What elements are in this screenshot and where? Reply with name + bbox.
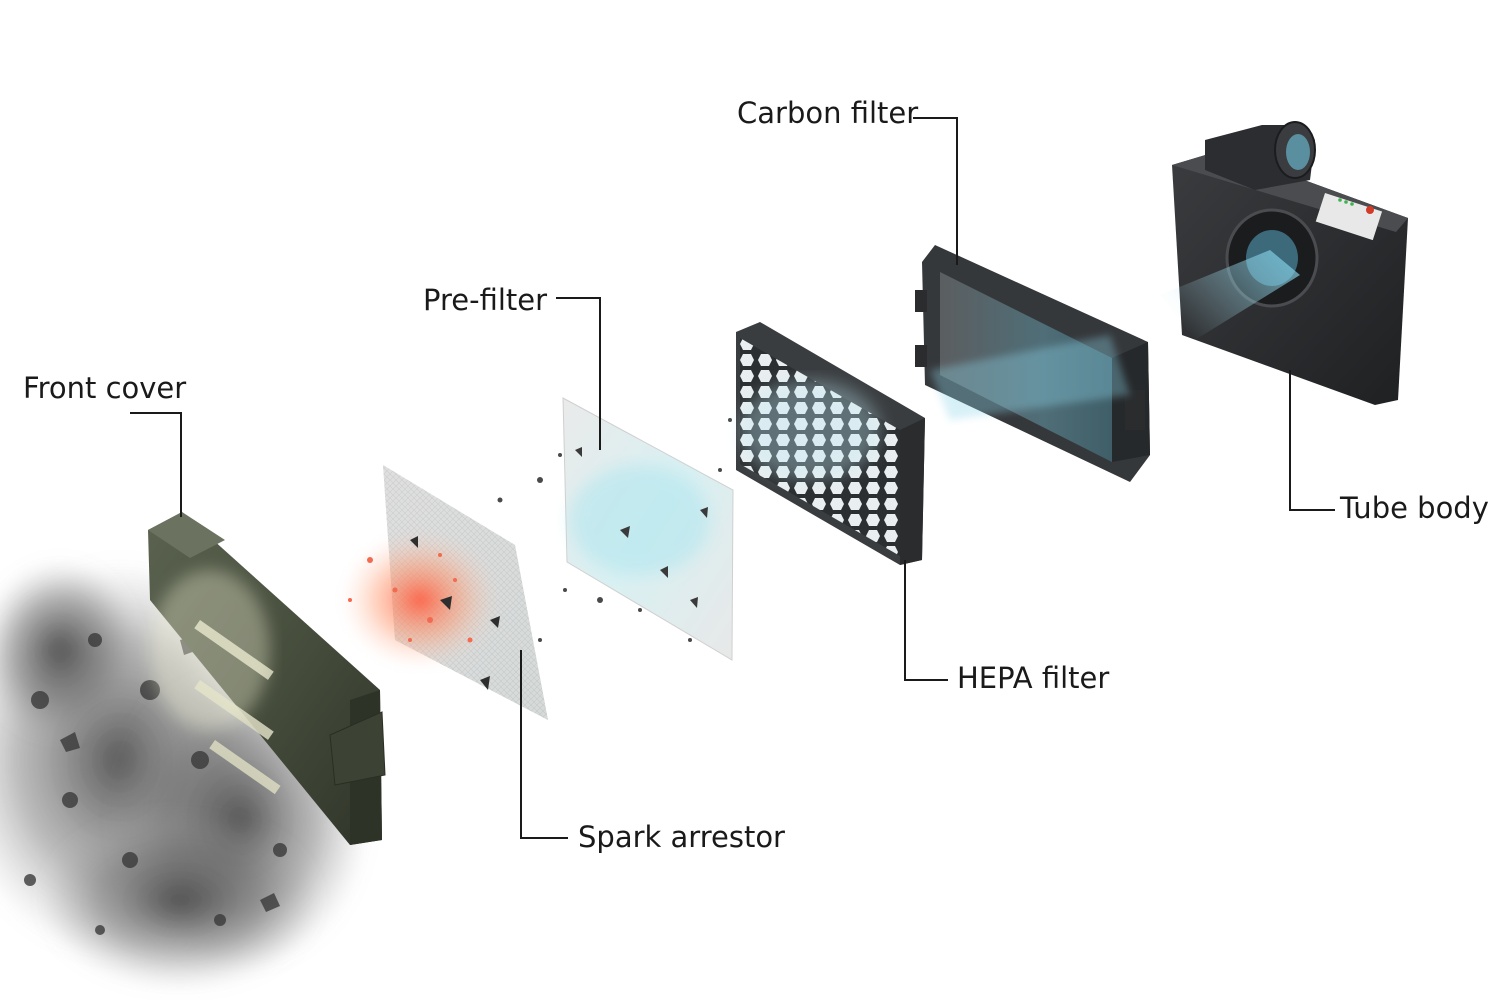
leader-line-pre-filter <box>556 297 601 450</box>
hepa-filter-part <box>736 322 925 565</box>
airflow-beam <box>930 250 1300 420</box>
pre-filter-part <box>562 397 734 661</box>
spark-arrestor-part <box>340 465 548 720</box>
leader-line-tube-body <box>1289 370 1335 511</box>
front-cover-label: Front cover <box>23 371 187 405</box>
leader-line-spark-arrestor <box>520 650 568 839</box>
tube-body-label: Tube body <box>1340 491 1489 525</box>
carbon-filter-label: Carbon filter <box>737 96 919 130</box>
hepa-filter-label: HEPA filter <box>957 661 1110 695</box>
leader-line-carbon-filter <box>913 117 958 265</box>
leader-line-front-cover <box>130 412 182 517</box>
front-cover-part <box>148 512 386 845</box>
leader-lines <box>130 117 1335 839</box>
pre-filter-label: Pre-filter <box>423 283 548 317</box>
spark-arrestor-label: Spark arrestor <box>578 820 785 854</box>
leader-line-hepa-filter <box>904 560 948 681</box>
tube-body-part <box>1172 121 1408 405</box>
